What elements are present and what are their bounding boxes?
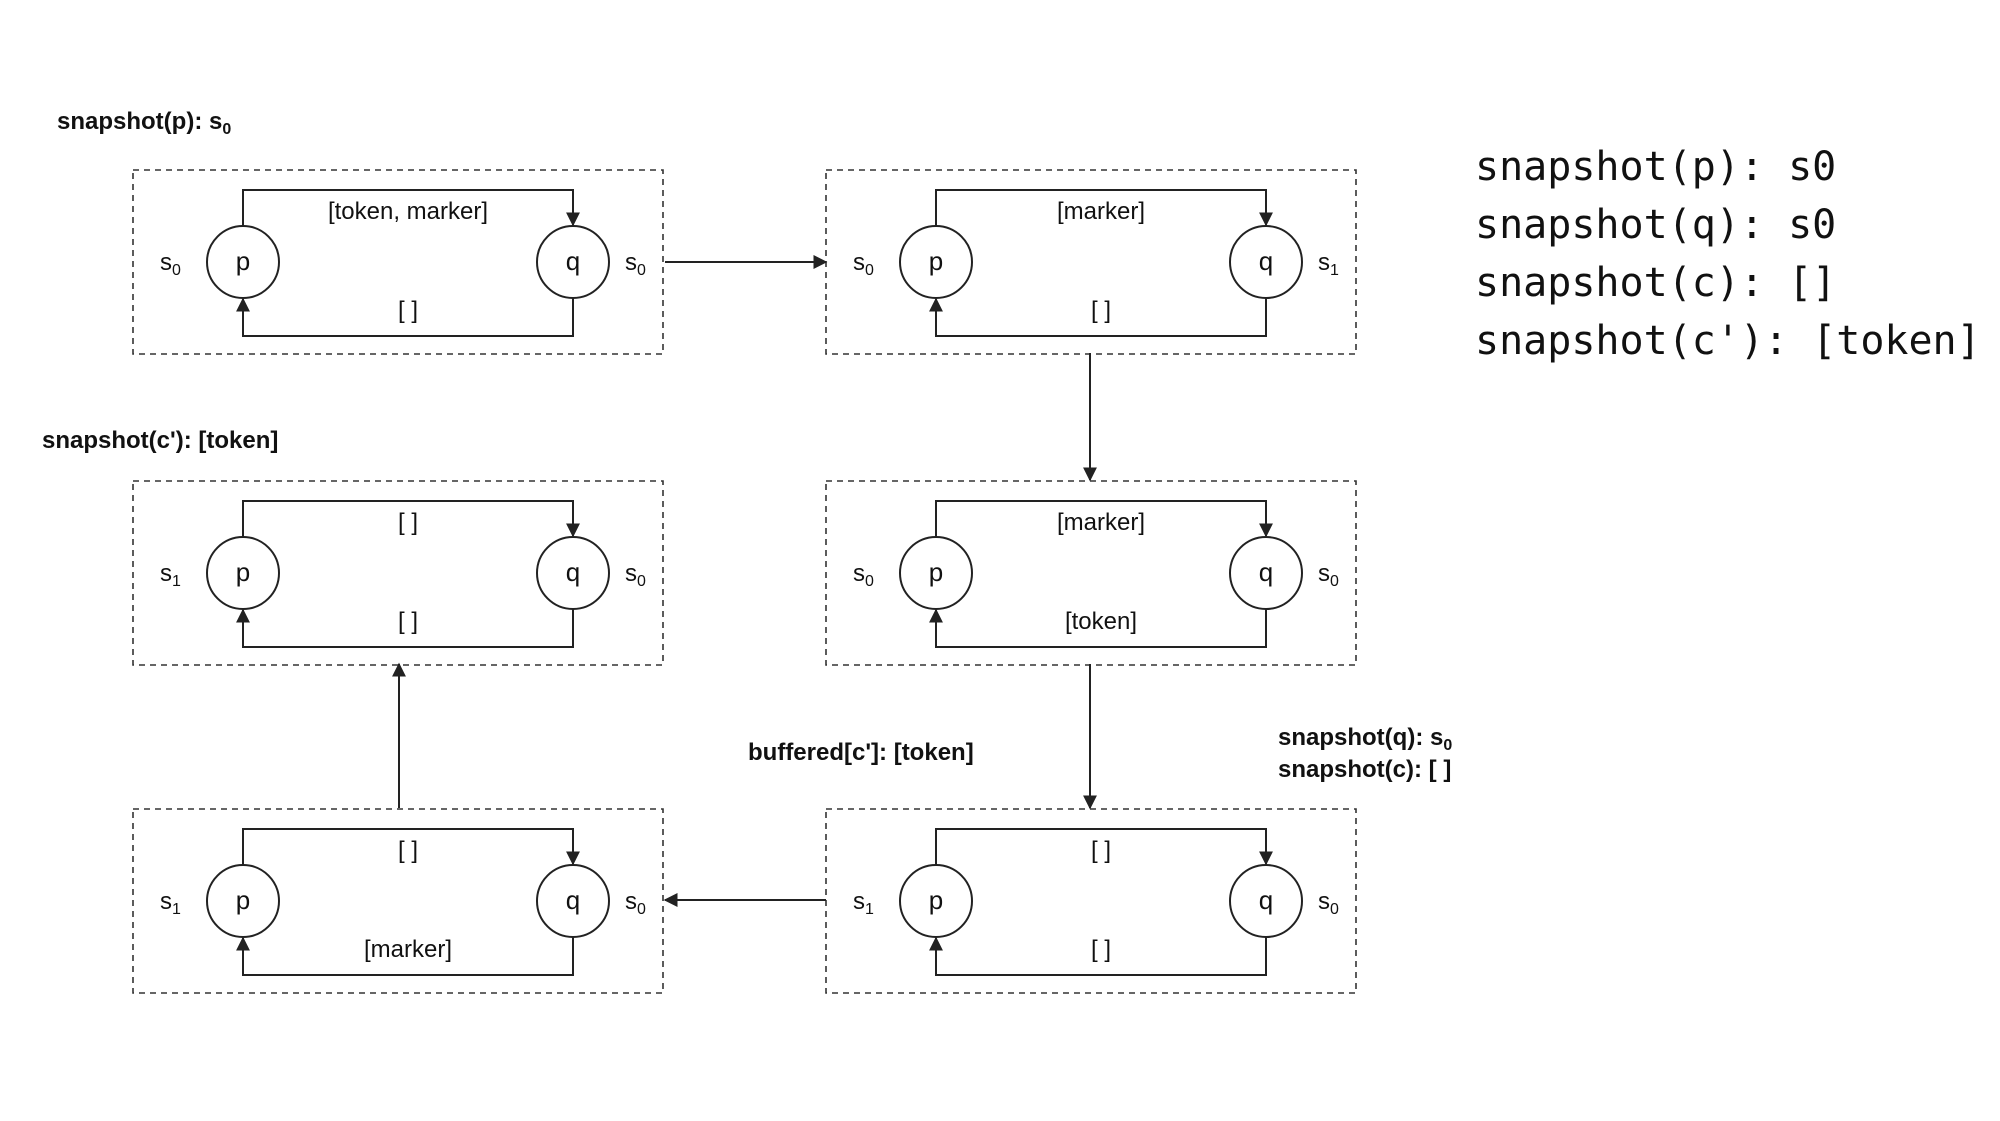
channel-q-to-p (929, 936, 1267, 976)
annotation-buffered-c-prime: buffered[c']: [token] (748, 739, 974, 766)
summary-line-1: snapshot(p): s0 (1475, 144, 1836, 190)
bottom-channel-contents: [ ] (398, 608, 418, 635)
bottom-channel-contents: [token] (1065, 608, 1137, 635)
process-p-node (206, 536, 280, 610)
process-q-node (536, 864, 610, 938)
top-channel-contents: [ ] (398, 509, 418, 536)
process-p-label: p (236, 246, 250, 276)
channel-q-to-p (929, 297, 1267, 337)
panels-layer: p q [token, marker] [ ] s0 s0 p q [marker] [ ] s0 s… (132, 169, 1357, 994)
process-q-node (536, 536, 610, 610)
process-q-label: q (566, 885, 580, 915)
process-p-node (899, 536, 973, 610)
channel-p-to-q (242, 828, 580, 866)
p-state-label: s0 (853, 560, 874, 590)
process-p-node (899, 225, 973, 299)
summary-line-4: snapshot(c'): [token] (1475, 318, 1981, 364)
snapshot-summary: snapshot(p): s0 snapshot(q): s0 snapshot… (1475, 144, 1981, 364)
q-state-label: s1 (1318, 249, 1339, 279)
channel-p-to-q (935, 500, 1273, 538)
channel-p-to-q (935, 189, 1273, 227)
process-p-node (206, 225, 280, 299)
annotation-snapshot-c-prime: snapshot(c'): [token] (42, 427, 278, 454)
process-q-label: q (566, 557, 580, 587)
transitions (392, 255, 1097, 907)
p-state-label: s0 (853, 249, 874, 279)
process-q-node (1229, 864, 1303, 938)
process-p-node (899, 864, 973, 938)
panel-border (132, 169, 664, 355)
process-q-node (536, 225, 610, 299)
state-panel: p q [ ] [ ] s1 s0 (825, 808, 1357, 994)
p-state-label: s0 (160, 249, 181, 279)
bottom-channel-contents: [ ] (1091, 936, 1111, 963)
process-p-label: p (929, 246, 943, 276)
channel-p-to-q (935, 828, 1273, 866)
process-q-label: q (566, 246, 580, 276)
channel-q-to-p (929, 608, 1267, 648)
q-state-label: s0 (625, 560, 646, 590)
process-p-label: p (236, 557, 250, 587)
process-p-label: p (236, 885, 250, 915)
panel-border (132, 808, 664, 994)
q-state-label: s0 (1318, 888, 1339, 918)
summary-line-3: snapshot(c): [] (1475, 260, 1836, 306)
process-q-label: q (1259, 246, 1273, 276)
top-channel-contents: [ ] (1091, 837, 1111, 864)
top-channel-contents: [ ] (398, 837, 418, 864)
process-p-label: p (929, 885, 943, 915)
state-panel: p q [ ] [ ] s1 s0 (132, 480, 664, 666)
annotation-snapshot-q: snapshot(q): s0 (1278, 724, 1452, 754)
process-q-label: q (1259, 557, 1273, 587)
top-channel-contents: [token, marker] (328, 198, 488, 225)
state-panel: p q [marker] [token] s0 s0 (825, 480, 1357, 666)
summary-line-2: snapshot(q): s0 (1475, 202, 1836, 248)
process-q-label: q (1259, 885, 1273, 915)
process-q-node (1229, 536, 1303, 610)
q-state-label: s0 (625, 888, 646, 918)
q-state-label: s0 (625, 249, 646, 279)
p-state-label: s1 (853, 888, 874, 918)
bottom-channel-contents: [ ] (398, 297, 418, 324)
annotations: snapshot(p): s0 snapshot(c'): [token] bu… (42, 108, 1452, 783)
top-channel-contents: [marker] (1057, 509, 1145, 536)
process-p-label: p (929, 557, 943, 587)
q-state-label: s0 (1318, 560, 1339, 590)
process-p-node (206, 864, 280, 938)
state-panel: p q [ ] [marker] s1 s0 (132, 808, 664, 994)
channel-q-to-p (236, 608, 574, 648)
process-q-node (1229, 225, 1303, 299)
state-panel: p q [token, marker] [ ] s0 s0 (132, 169, 664, 355)
p-state-label: s1 (160, 888, 181, 918)
channel-p-to-q (242, 189, 580, 227)
p-state-label: s1 (160, 560, 181, 590)
top-channel-contents: [marker] (1057, 198, 1145, 225)
channel-q-to-p (236, 936, 574, 976)
state-panel: p q [marker] [ ] s0 s1 (825, 169, 1357, 355)
bottom-channel-contents: [marker] (364, 936, 452, 963)
annotation-snapshot-p: snapshot(p): s0 (57, 108, 231, 138)
annotation-snapshot-c: snapshot(c): [ ] (1278, 756, 1451, 783)
channel-q-to-p (236, 297, 574, 337)
bottom-channel-contents: [ ] (1091, 297, 1111, 324)
channel-p-to-q (242, 500, 580, 538)
